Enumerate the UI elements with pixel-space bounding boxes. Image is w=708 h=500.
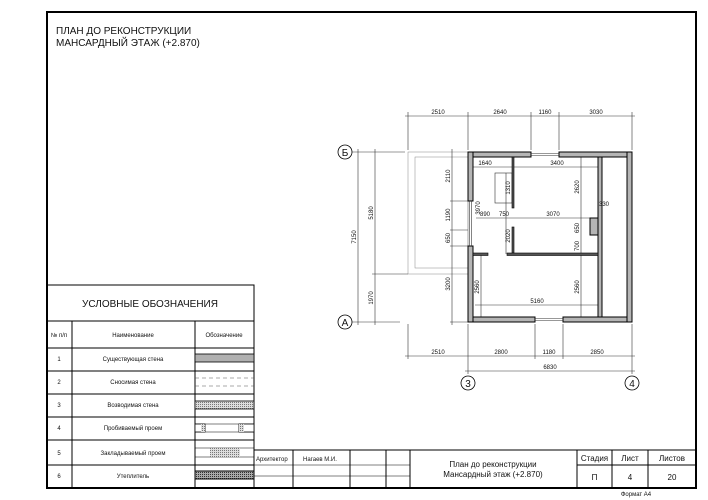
drawing-title-2: Мансардный этаж (+2.870) [443, 470, 543, 479]
dim-overall: 6830 [543, 365, 557, 371]
author-name: Нагаев М.И. [303, 457, 337, 463]
filled-opening-symbol [195, 447, 254, 458]
dim-750: 750 [499, 212, 510, 218]
dim-2560-right: 2560 [575, 280, 581, 294]
dim-2620: 2620 [575, 180, 581, 194]
existing-wall-symbol [194, 353, 255, 363]
legend-row-name: Существующая стена [103, 357, 164, 363]
axis-4-label: 4 [629, 379, 635, 390]
legend-row-name: Пробиваемый проем [104, 425, 162, 432]
dim-top-4: 3030 [589, 110, 603, 116]
legend-row-name: Закладываемый проем [101, 450, 166, 457]
legend-title: УСЛОВНЫЕ ОБОЗНАЧЕНИЯ [82, 299, 218, 310]
dim-700: 700 [575, 240, 581, 251]
legend-header-name: Наименование [112, 333, 154, 339]
dim-left-total: 7150 [352, 230, 358, 244]
axis-a-label: А [342, 318, 349, 329]
legend-row-number: 6 [57, 474, 61, 480]
legend-row-name: Сносимая стена [110, 380, 156, 386]
new-wall-symbol [194, 400, 255, 410]
legend-row-number: 4 [57, 426, 61, 432]
dim-3400: 3400 [550, 161, 564, 167]
dim-inner-2: 1190 [446, 208, 452, 222]
dim-bottom-1: 2510 [431, 350, 445, 356]
dim-890: 890 [480, 212, 491, 218]
dimension-labels: 2510 2640 1160 3030 2510 2800 1180 2850 … [352, 110, 610, 371]
dim-650: 650 [575, 222, 581, 233]
axis-markers: Б А 3 4 [337, 144, 640, 391]
dim-top-2: 2640 [493, 110, 507, 116]
stage-value: П [592, 473, 598, 482]
sheet-title-line2: МАНСАРДНЫЙ ЭТАЖ (+2.870) [56, 36, 200, 49]
dim-bottom-2: 2800 [494, 350, 508, 356]
dim-1310: 1310 [506, 181, 512, 195]
legend-header-symbol: Обозначение [205, 333, 243, 339]
legend-header-number: № п/п [51, 332, 67, 339]
format-label: Формат А4 [621, 492, 652, 498]
dimension-lines [352, 112, 635, 374]
dim-2560-left: 2560 [475, 280, 481, 294]
dim-top-1: 2510 [431, 110, 445, 116]
legend-row-name: Возводимая стена [107, 403, 159, 409]
dim-inner-4: 3200 [446, 277, 452, 291]
sheet-title-line1: ПЛАН ДО РЕКОНСТРУКЦИИ [56, 26, 191, 37]
dim-left-upper: 5180 [369, 206, 375, 220]
sheet-number: 4 [628, 473, 633, 482]
total-sheets: 20 [668, 473, 677, 482]
terrace-outline [407, 151, 469, 275]
legend-row-name: Утеплитель [117, 474, 149, 480]
drawing-title-1: План до реконструкции [449, 460, 536, 469]
floor-plan: Б А 3 4 2510 2640 1160 3030 2510 2800 11… [337, 110, 640, 391]
legend-row-number: 1 [57, 357, 61, 363]
dim-left-lower: 1970 [369, 291, 375, 305]
legend-table: УСЛОВНЫЕ ОБОЗНАЧЕНИЯ № п/п Наименование … [46, 284, 255, 489]
dim-2020: 2020 [506, 229, 512, 243]
legend-row-number: 5 [57, 451, 61, 457]
dim-top-3: 1160 [539, 110, 553, 116]
dim-3070: 3070 [546, 212, 560, 218]
terrace-inner [414, 156, 469, 269]
dim-1640: 1640 [478, 161, 492, 167]
dim-bottom-4: 2850 [590, 350, 604, 356]
dim-bottom-3: 1180 [543, 350, 557, 356]
dim-inner-3: 650 [446, 232, 452, 243]
axis-b-label: Б [342, 148, 349, 159]
new-opening-symbol [194, 423, 255, 433]
legend-row-number: 2 [57, 380, 61, 386]
walls [467, 151, 633, 323]
stage-label: Стадия [581, 454, 608, 463]
dim-inner-1: 2110 [446, 169, 452, 183]
chimney [589, 217, 599, 236]
dim-330: 330 [599, 202, 610, 208]
demolished-wall-symbol [195, 377, 254, 387]
insulation-symbol [194, 470, 255, 480]
dim-3970: 3970 [476, 201, 482, 215]
sheets-label: Листов [659, 454, 685, 463]
legend-row-number: 3 [57, 403, 61, 409]
axis-3-label: 3 [465, 379, 471, 390]
title-block: Архитектор Нагаев М.И. План до реконстру… [253, 449, 697, 489]
role-label: Архитектор [256, 457, 288, 463]
dim-5160: 5160 [530, 299, 544, 305]
sheet-label: Лист [621, 454, 639, 463]
